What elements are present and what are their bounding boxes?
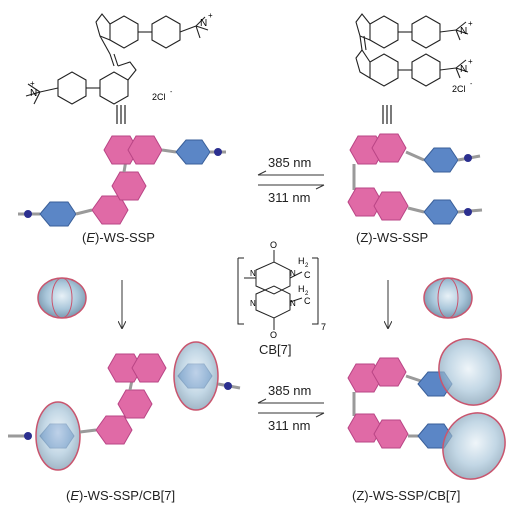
- e-pink-ring-lower-a: [91, 195, 129, 225]
- e-complex-model: [8, 341, 241, 471]
- e-cartoon-model: [18, 135, 226, 227]
- e-nme3-n: N: [200, 18, 207, 29]
- cb7-h2-bottom-sub: 2: [305, 291, 309, 297]
- photo-arrows-bottom: [257, 398, 325, 418]
- e-pink-ring-lower-b: [111, 171, 147, 201]
- z-pink-ring-top-b: [371, 133, 407, 163]
- wavelength-385-bottom: 385 nm: [268, 383, 312, 398]
- cb7-o-bottom: O: [270, 330, 277, 340]
- cb7-repeat-subscript: 7: [321, 322, 326, 332]
- e-nme3-n-left: N: [30, 88, 37, 99]
- cb7-c-top: C: [304, 270, 311, 280]
- e-blue-ring-right: [175, 139, 211, 165]
- z-isomer-label: (Z)-WS-SSP: [356, 230, 429, 245]
- e-complex-cb7-left: [35, 401, 81, 471]
- equivalence-mark-left: [116, 105, 126, 124]
- z-pink-ring-bottom-b: [373, 191, 409, 221]
- photo-arrows-top: [257, 170, 325, 190]
- chloride-left: 2Cl: [152, 92, 166, 102]
- z-nme3-n-bottom: N: [460, 64, 467, 75]
- e-isomer-label: (E)-WS-SSP: [82, 230, 155, 245]
- e-complex-cb7-right: [173, 341, 219, 411]
- cb7-c-bottom: C: [304, 296, 311, 306]
- z-nme3-n-top: N: [460, 26, 467, 37]
- e-pink-ring-upper-b: [127, 135, 163, 165]
- cb7-o-top: O: [270, 240, 277, 250]
- chloride-left-charge: -: [170, 89, 173, 96]
- cb7-n-3: N: [250, 299, 256, 308]
- z-blue-ring-bottom: [423, 199, 459, 225]
- cb7-structure: [237, 250, 319, 330]
- z-complex-cb7-top: [438, 338, 502, 406]
- cb7-h2-top: H: [298, 256, 305, 266]
- cb7-h2-top-sub: 2: [305, 263, 309, 269]
- z-nme3-plus-bottom: +: [468, 57, 473, 66]
- z-nme3-plus-top: +: [468, 19, 473, 28]
- cb7-barrel-icon-right: [423, 277, 473, 319]
- z-complex-label: (Z)-WS-SSP/CB[7]: [352, 488, 461, 503]
- z-cartoon-model: [347, 133, 483, 225]
- e-complex-label: (E)-WS-SSP/CB[7]: [66, 488, 176, 503]
- cb7-h2-bottom: H: [298, 284, 305, 294]
- chloride-right-charge: -: [470, 81, 473, 88]
- wavelength-385-top: 385 nm: [268, 155, 312, 170]
- cb7-barrel-icon-left: [37, 277, 87, 319]
- e-n-atom-right: [214, 148, 222, 156]
- z-complex-cb7-bottom: [442, 412, 506, 480]
- z-isomer-structure: [355, 13, 469, 87]
- z-n-atom-top: [464, 154, 472, 162]
- cb7-n-1: N: [250, 269, 256, 278]
- equivalence-mark-right: [382, 105, 392, 124]
- z-complex-model: [347, 338, 506, 480]
- e-n-atom-left: [24, 210, 32, 218]
- cb7-n-2: N: [290, 269, 296, 278]
- cb7-label: CB[7]: [259, 342, 292, 357]
- e-isomer-structure: [25, 13, 209, 105]
- wavelength-311-bottom: 311 nm: [268, 418, 311, 433]
- e-blue-ring-left: [39, 201, 77, 227]
- cb7-n-4: N: [290, 299, 296, 308]
- chloride-right: 2Cl: [452, 84, 466, 94]
- z-blue-ring-top: [423, 147, 459, 173]
- e-nme3-plus: +: [208, 11, 213, 20]
- e-nme3-plus-left: +: [30, 79, 35, 88]
- z-n-atom-bottom: [464, 208, 472, 216]
- wavelength-311-top: 311 nm: [268, 190, 311, 205]
